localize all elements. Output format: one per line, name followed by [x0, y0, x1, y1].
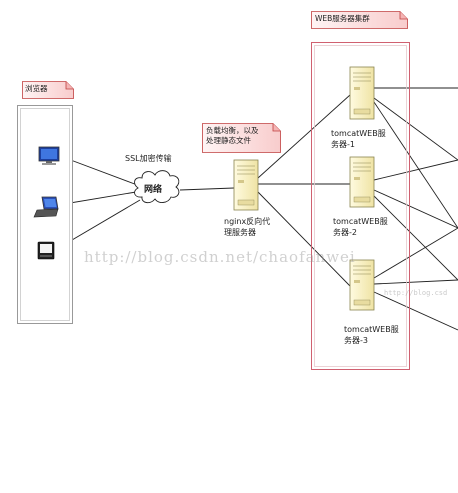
laptop-icon — [33, 196, 59, 218]
tomcat-server-3-label-line-1: tomcatWEB服 — [344, 325, 399, 334]
browser-group-note — [22, 81, 74, 99]
link-desktop-network — [59, 155, 141, 187]
tomcat-server-2-label-line-1: tomcatWEB服 — [333, 217, 388, 226]
desktop-monitor-icon — [38, 146, 60, 165]
link-server-3-right-b — [373, 279, 458, 285]
nginx-label-line-2: 理服务器 — [224, 228, 256, 237]
tomcat-server-2-label: tomcatWEB服 务器-2 — [333, 216, 388, 238]
web-cluster-note — [311, 11, 408, 29]
nginx-note — [202, 123, 281, 153]
tomcat-server-1-label: tomcatWEB服 务器-1 — [331, 128, 386, 150]
link-server-2-right-b — [373, 189, 458, 229]
tomcat-server-3-icon — [349, 259, 375, 311]
connection-lines — [54, 87, 458, 331]
nginx-label-line-1: nginx反向代 — [224, 217, 271, 226]
tomcat-server-2-icon — [349, 156, 375, 208]
pda-device-icon — [37, 241, 55, 260]
ssl-link-label: SSL加密传输 — [125, 154, 172, 163]
network-cloud-label: 网络 — [144, 185, 163, 195]
link-network-nginx — [179, 187, 235, 191]
link-nginx-server-1 — [257, 94, 351, 179]
link-server-2-right-c — [373, 195, 458, 281]
tomcat-server-1-label-line-2: 务器-1 — [331, 140, 355, 149]
tomcat-server-2-label-line-2: 务器-2 — [333, 228, 357, 237]
tomcat-server-3-label-line-2: 务器-3 — [344, 336, 368, 345]
watermark-small-text: http://blog.csd — [384, 289, 448, 297]
web-cluster-title: WEB服务器集群 — [315, 14, 370, 23]
network-cloud-icon — [134, 170, 180, 204]
browser-group-title: 浏览器 — [25, 84, 48, 93]
link-nginx-server-3 — [257, 191, 351, 287]
nginx-label: nginx反向代 理服务器 — [224, 216, 270, 238]
nginx-server-icon — [233, 159, 259, 211]
link-server-1-right-b — [373, 97, 458, 161]
link-server-1-right-c — [373, 101, 458, 229]
nginx-note-line-1: 负载均衡，以及 — [206, 126, 259, 135]
link-server-3-right-c — [373, 291, 458, 331]
watermark-text: http://blog.csdn.net/chaofanwei — [84, 248, 356, 266]
web-cluster-frame — [311, 42, 410, 370]
link-server-3-right-a — [373, 227, 458, 279]
tomcat-server-3-label: tomcatWEB服 务器-3 — [344, 324, 399, 346]
nginx-note-line-2: 处理静态文件 — [206, 136, 251, 145]
tomcat-server-1-label-line-1: tomcatWEB服 — [331, 129, 386, 138]
link-server-2-right-a — [373, 159, 458, 181]
nginx-note-text: 负载均衡，以及 处理静态文件 — [203, 124, 262, 148]
tomcat-server-1-icon — [349, 66, 375, 120]
